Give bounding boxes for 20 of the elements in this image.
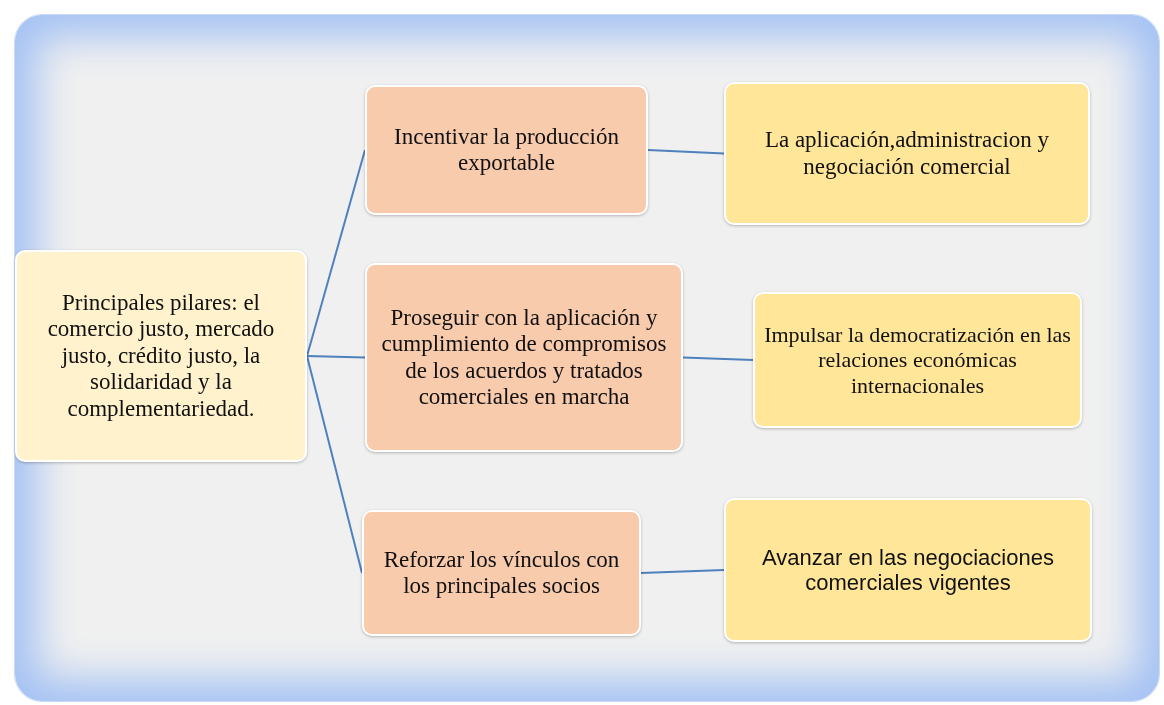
connector-line	[306, 355, 363, 574]
text-box	[365, 263, 683, 452]
text-box	[753, 292, 1082, 428]
text-box	[724, 82, 1090, 225]
connector-line	[306, 355, 366, 359]
connector-line	[682, 356, 754, 361]
box-text: Principales pilares: el comercio justo, mercado justo, crédito justo, la solidaridad y la complementariedad.	[46, 289, 276, 423]
text-box	[362, 510, 641, 636]
connector-line	[640, 569, 725, 574]
box-text: Reforzar los vínculos con los principales socios	[382, 546, 621, 600]
box-text: Incentivar la producción exportable	[393, 123, 620, 177]
box-text: Impulsar la democratización en las relaciones económicas internacionales	[763, 322, 1072, 398]
connector-line	[306, 149, 366, 357]
box-text: Proseguir con la aplicación y cumplimiento de compromisos de los acuerdos y tratados comerciales en marcha	[380, 304, 668, 411]
box-text: La aplicación,administracion y negociación comercial	[763, 127, 1051, 180]
text-box	[15, 250, 307, 462]
text-box	[365, 85, 648, 215]
text-box	[724, 498, 1092, 642]
box-text: Avanzar en las negociaciones comerciales vigentes	[761, 544, 1055, 596]
connector-line	[647, 149, 725, 155]
